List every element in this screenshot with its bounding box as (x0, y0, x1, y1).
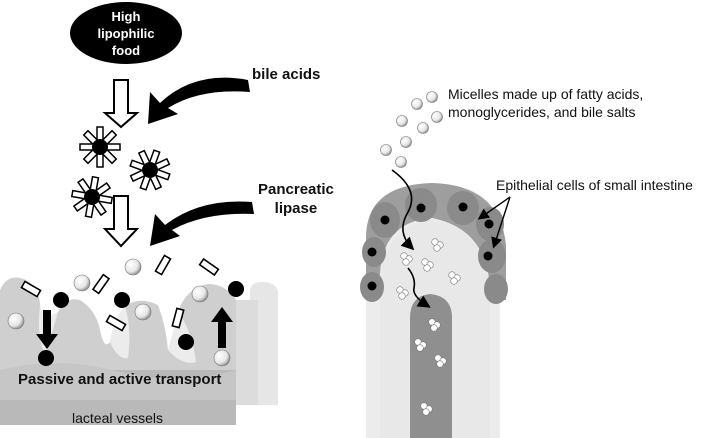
fatty-acid-fragments (20, 254, 220, 332)
epithelial-pointer-1-icon (477, 196, 511, 220)
absorption-path-arrow-icon (391, 169, 415, 251)
hollow-arrow-2-icon (102, 195, 140, 248)
high-lipophilic-food-bubble: High lipophilic food (70, 2, 182, 64)
bile-arrow-icon (148, 77, 250, 124)
bile-acid-cluster-3-icon (70, 175, 114, 219)
lacteal-path-arrow-icon (407, 267, 431, 308)
lacteal-vessels-label: lacteal vessels (72, 410, 164, 426)
bile-acid-cluster-1-icon (79, 126, 121, 168)
hollow-arrow-1-icon (102, 79, 140, 129)
bile-acid-cluster-2-icon (129, 149, 171, 191)
lipid-particles (7, 258, 244, 367)
active-transport-arrow-icon (211, 307, 233, 348)
bile-acids-label: bile acids (252, 66, 321, 83)
epithelial-pointer-2-icon (491, 196, 511, 249)
transport-label: Passive and active transport (18, 371, 222, 388)
pancreatic-lipase-label: Pancreatic lipase (258, 181, 334, 217)
passive-transport-arrow-icon (36, 310, 58, 349)
lipase-arrow-icon (150, 201, 254, 246)
food-label: High lipophilic food (97, 8, 155, 58)
epithelial-cells-label: Epithelial cells of small intestine (496, 177, 693, 193)
absorbed-micelles (396, 238, 461, 416)
intestinal-wall (0, 277, 278, 425)
micelles-label: Micelles made up of fatty acids, monogly… (448, 86, 644, 120)
micelle-particles (380, 91, 443, 168)
